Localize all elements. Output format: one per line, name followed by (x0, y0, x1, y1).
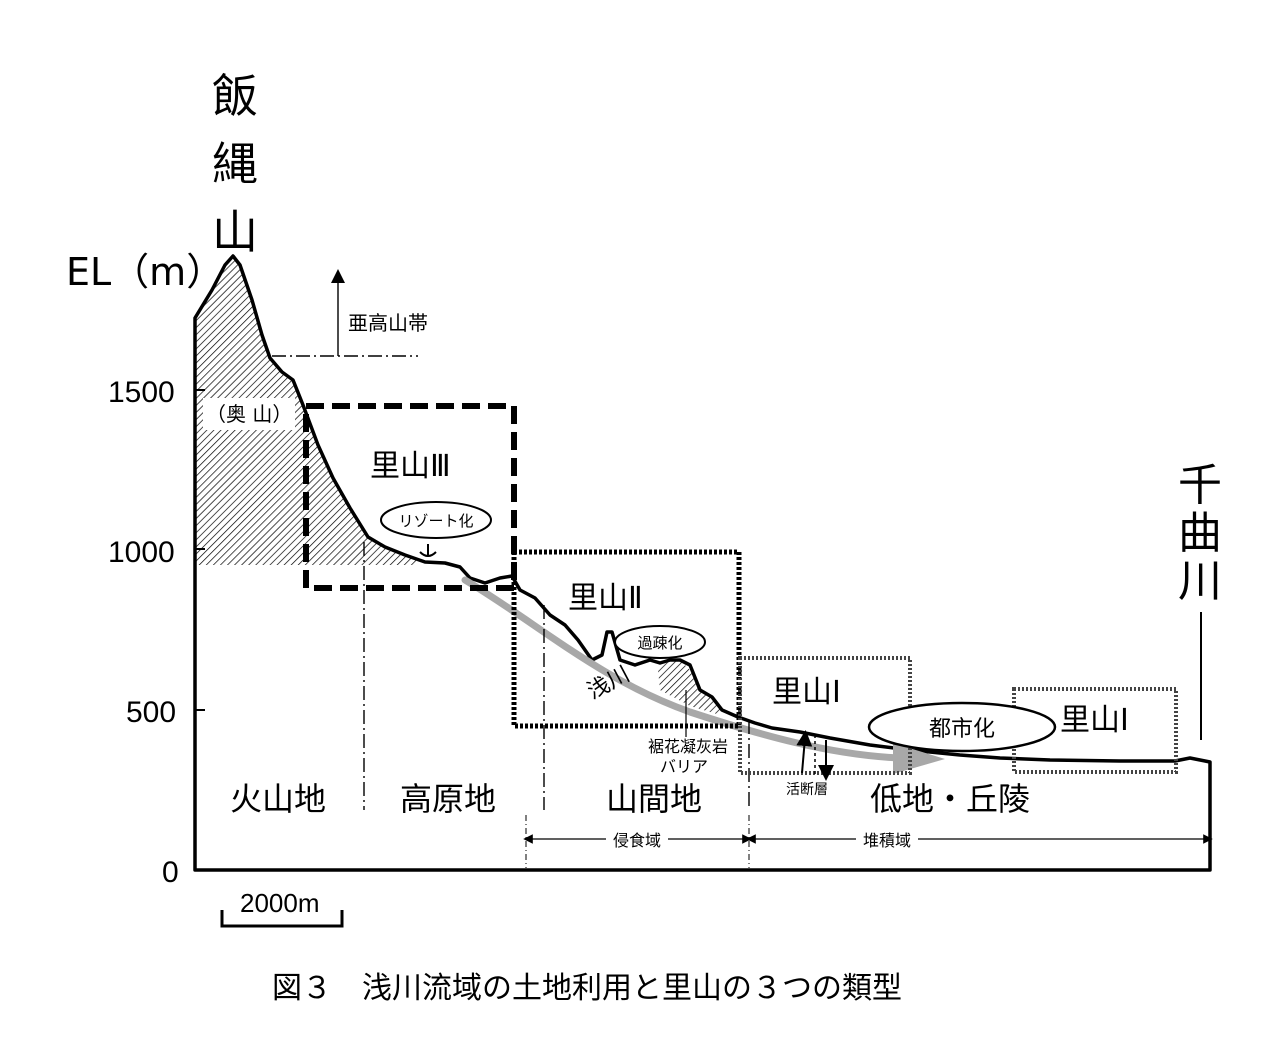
satoyama1a-label: 里山Ⅰ (772, 675, 841, 710)
zone-lowland: 低地・丘陵 (870, 780, 1030, 818)
okuyama-label-bg (203, 398, 295, 430)
river-flow-arrow (461, 576, 904, 762)
zone-volcanic: 火山地 (230, 780, 326, 818)
barrier-label-line1: 裾花凝灰岩 (648, 737, 728, 756)
y-axis-label: EL（m） (66, 250, 224, 294)
tick-label-500: 500 (126, 696, 176, 729)
peak-name: 飯 縄 山 (212, 69, 258, 259)
satoyama1b-label: 里山Ⅰ (1060, 703, 1129, 738)
zone-plateau: 高原地 (400, 780, 496, 818)
resort-label: リゾート化 (398, 512, 473, 530)
depopulation-ellipse (614, 625, 706, 659)
erosion-label: 侵食域 (613, 831, 661, 850)
scale-bar (220, 910, 344, 928)
river-end-char-2: 曲 (1178, 508, 1222, 559)
resort-symbol (419, 544, 437, 557)
subalpine-label: 亜高山帯 (348, 311, 428, 335)
depopulation-label: 過疎化 (637, 634, 682, 652)
river-arrow-head (893, 743, 945, 774)
river-end-name: 千 曲 川 (1178, 460, 1222, 607)
okuyama-hatched-area (195, 256, 418, 565)
tick-label-1000: 1000 (108, 536, 175, 569)
fault-arrow-up (796, 730, 813, 774)
zone-intermontane: 山間地 (606, 780, 702, 818)
barrier-label-line2: バリア (660, 757, 708, 776)
resort-ellipse (380, 501, 492, 539)
river-end-char-1: 千 (1178, 460, 1222, 511)
river-label: 浅川 (583, 662, 634, 705)
active-fault-label: 活断層 (786, 782, 828, 798)
river-end-char-3: 川 (1178, 556, 1222, 607)
scale-bar-label: 2000m (240, 888, 320, 918)
satoyama2-box (511, 549, 742, 729)
tick-label-1500: 1500 (108, 376, 175, 409)
terrain-profile-line (193, 254, 1212, 872)
urbanization-label: 都市化 (929, 717, 995, 742)
deposition-label: 堆積域 (863, 831, 911, 850)
satoyama3-label: 里山Ⅲ (370, 449, 451, 484)
urbanization-ellipse (867, 701, 1057, 753)
satoyama3-box (303, 403, 517, 591)
peak-name-char-1: 飯 (212, 69, 258, 123)
peak-name-char-2: 縄 (212, 137, 258, 191)
figure-caption: 図３ 浅川流域の土地利用と里山の３つの類型 (272, 971, 902, 1006)
barrier-hatched-area (658, 660, 722, 715)
peak-name-char-3: 山 (212, 205, 258, 259)
okuyama-label: （奥 山） (206, 402, 292, 426)
tick-label-0: 0 (162, 856, 179, 889)
satoyama2-label: 里山Ⅱ (568, 581, 643, 616)
